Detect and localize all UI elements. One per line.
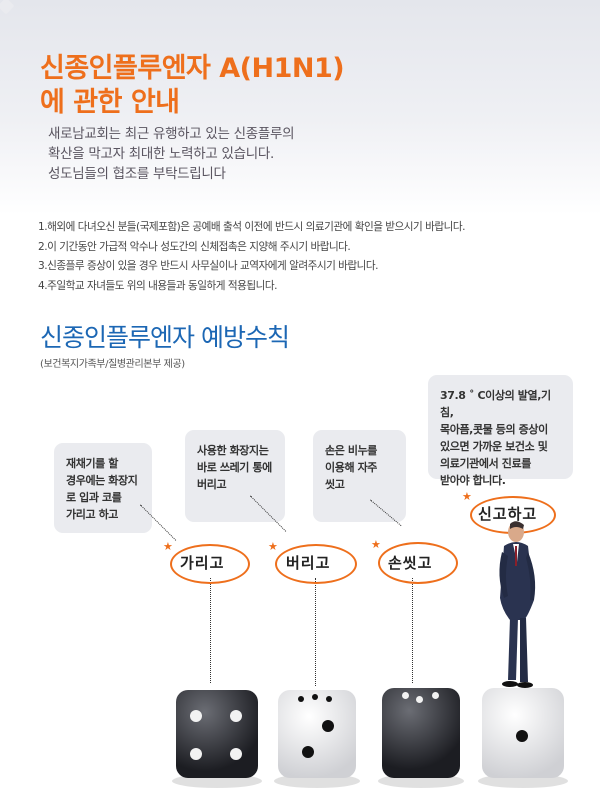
intro-line: 새로남교회는 최근 유행하고 있는 신종플루의 xyxy=(48,126,295,142)
die-icon xyxy=(482,688,564,778)
prevention-title: 신종인플루엔자 예방수칙 xyxy=(40,323,290,352)
keyword-label: 손씻고 xyxy=(388,554,433,572)
die-pip xyxy=(432,692,439,699)
rule-text: 씻고 xyxy=(325,478,345,491)
die-pip xyxy=(516,730,528,742)
star-icon: ★ xyxy=(462,490,472,503)
intro-line: 확산을 막고자 최대한 노력하고 있습니다. xyxy=(48,146,274,162)
keyword-label: 신고하고 xyxy=(478,505,538,523)
notice-item: 3.신종플루 증상이 있을 경우 반드시 사무실이나 교역자에게 알려주시기 바… xyxy=(38,260,379,272)
notice-item: 2.이 기간동안 가급적 악수나 성도간의 신체접촉은 지양해 주시기 바랍니다… xyxy=(38,240,351,253)
die-pip xyxy=(302,746,314,758)
rule-text: 로 입과 코를 xyxy=(66,491,122,504)
connector-line xyxy=(412,578,413,683)
rule-text: 재채기를 할 xyxy=(66,457,119,470)
rule-text: 바로 쓰레기 통에 xyxy=(197,461,272,474)
rule-text: 경우에는 화장지 xyxy=(66,474,138,487)
rule-bubble-3: 손은 비누를 이용해 자주 씻고 xyxy=(313,430,406,522)
rule-text: 가리고 하고 xyxy=(66,508,119,521)
keyword-ring xyxy=(170,544,250,584)
die-icon xyxy=(278,690,356,778)
rule-bubble-2: 사용한 화장지는 바로 쓰레기 통에 버리고 xyxy=(185,430,285,522)
notice-item: 1.해외에 다녀오신 분들(국제포함)은 공예배 출석 이전에 반드시 의료기관… xyxy=(38,221,466,233)
keyword-ring xyxy=(275,544,357,584)
rule-text: 버리고 xyxy=(197,478,227,491)
title-line-1: 신종인플루엔자 A(H1N1) xyxy=(40,53,345,84)
rule-text: 목아픔,콧물 등의 증상이 xyxy=(440,423,548,436)
bubble-tail xyxy=(0,0,15,15)
rule-text: 이용해 자주 xyxy=(325,461,378,474)
rule-text: 손은 비누를 xyxy=(325,444,378,457)
star-icon: ★ xyxy=(371,538,381,551)
keyword-label: 가리고 xyxy=(180,554,225,572)
connector-line xyxy=(210,578,211,683)
connector-line xyxy=(315,578,316,686)
rule-text: 의료기관에서 진료를 xyxy=(440,457,531,470)
businessman-figure-icon xyxy=(499,521,536,688)
rule-bubble-4: 37.8 ˚ C이상의 발열,기침, 목아픔,콧물 등의 증상이 있으면 가까운… xyxy=(428,375,573,487)
intro-line: 성도님들의 협조를 부탁드립니다 xyxy=(48,166,226,182)
rule-bubble-1: 재채기를 할 경우에는 화장지 로 입과 코를 가리고 하고 xyxy=(54,443,152,533)
die-pip xyxy=(326,696,332,702)
die-pip xyxy=(230,710,242,722)
rule-text: 37.8 ˚ C이상의 발열,기침, xyxy=(440,389,551,419)
die-pip xyxy=(230,748,242,760)
keyword-ring xyxy=(378,542,458,584)
die-pip xyxy=(402,692,409,699)
die-pip xyxy=(298,696,304,702)
prevention-source: (보건복지가족부/질병관리본부 제공) xyxy=(40,359,185,370)
title-line-2: 에 관한 안내 xyxy=(40,87,180,118)
rule-text: 사용한 화장지는 xyxy=(197,444,269,457)
notice-list: 1.해외에 다녀오신 분들(국제포함)은 공예배 출석 이전에 반드시 의료기관… xyxy=(38,218,466,296)
die-icon xyxy=(382,688,460,778)
star-icon: ★ xyxy=(163,540,173,553)
keyword-label: 버리고 xyxy=(286,554,331,572)
notice-item: 4.주일학교 자녀들도 위의 내용들과 동일하게 적용됩니다. xyxy=(38,279,277,292)
intro-text: 새로남교회는 최근 유행하고 있는 신종플루의 확산을 막고자 최대한 노력하고… xyxy=(48,124,295,184)
star-icon: ★ xyxy=(268,540,278,553)
die-pip xyxy=(312,694,318,700)
page-title: 신종인플루엔자 A(H1N1) 에 관한 안내 xyxy=(40,52,345,120)
die-pip xyxy=(190,710,202,722)
die-icon xyxy=(176,690,258,778)
die-pip xyxy=(416,696,423,703)
die-pip xyxy=(190,748,202,760)
die-pip xyxy=(322,720,334,732)
rule-text: 받아야 합니다. xyxy=(440,474,506,487)
rule-text: 있으면 가까운 보건소 및 xyxy=(440,440,548,453)
